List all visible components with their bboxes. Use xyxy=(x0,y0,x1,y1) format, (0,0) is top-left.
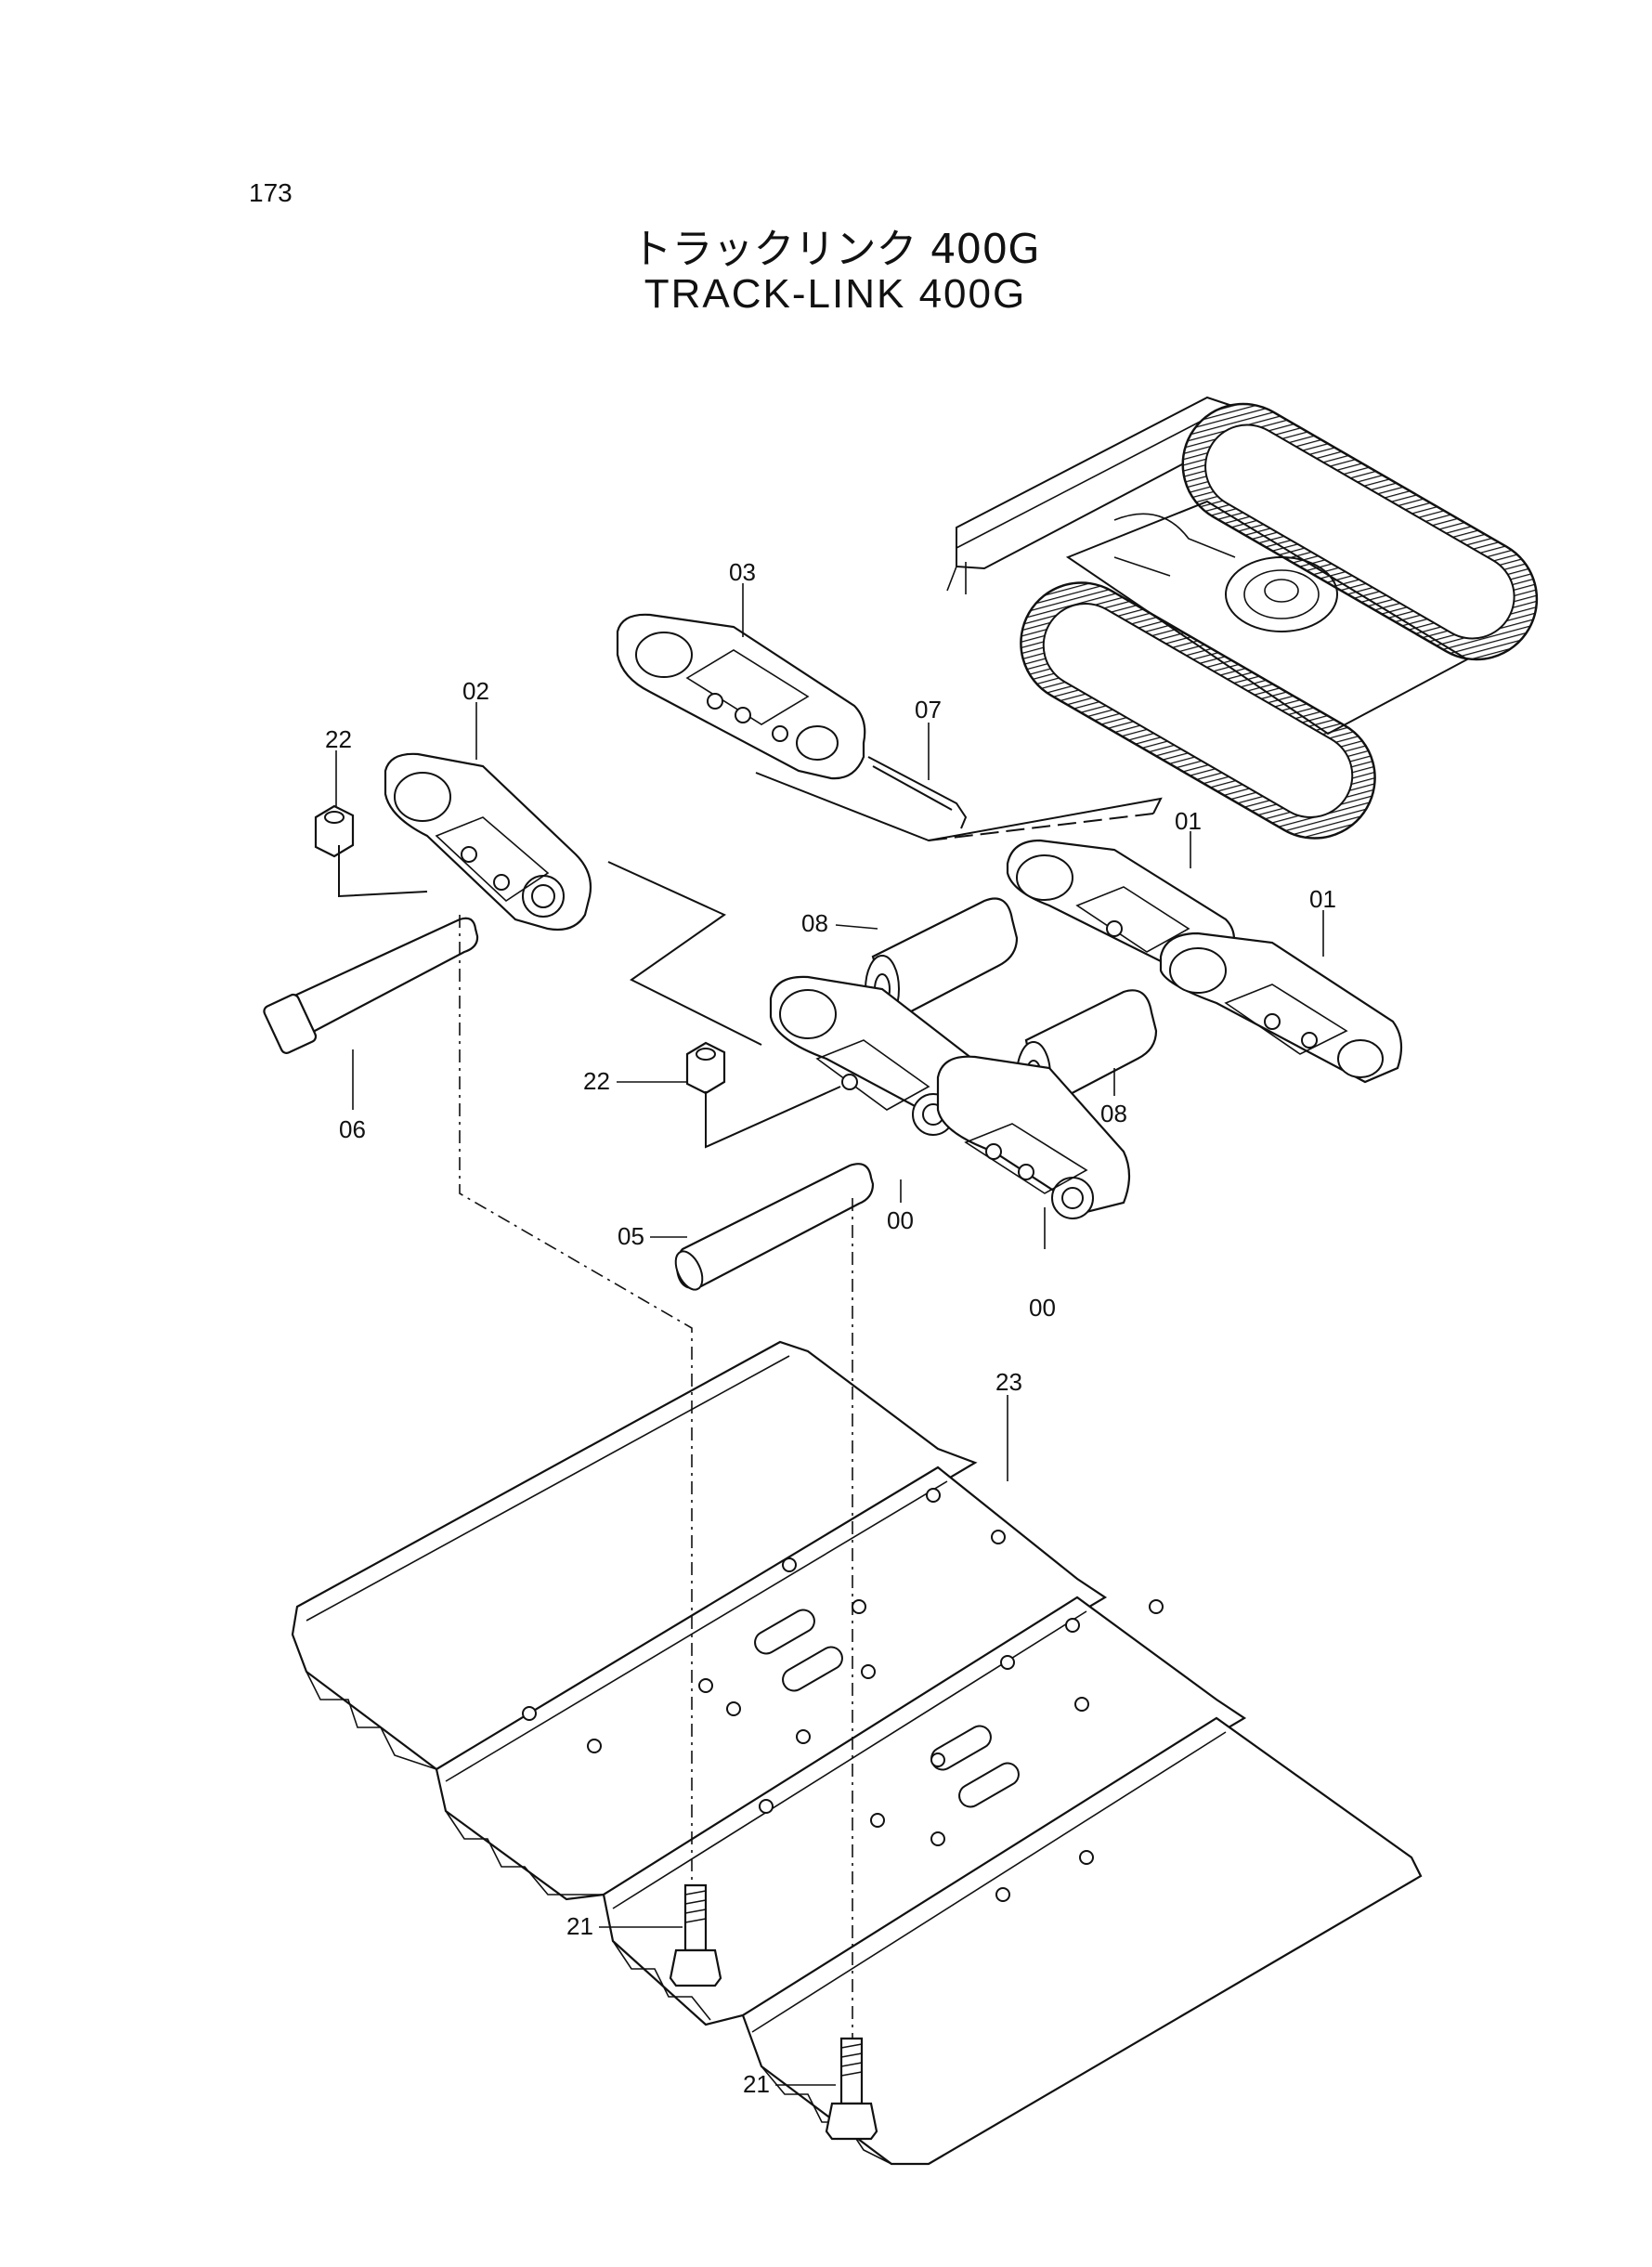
leader-lines xyxy=(335,583,1324,2086)
undercarriage-overview xyxy=(946,396,1539,840)
callout-05: 05 xyxy=(618,1222,644,1250)
callout-08-lower: 08 xyxy=(1100,1100,1127,1127)
assembly-reference-lines xyxy=(338,772,1163,2039)
part-00-link-rear xyxy=(936,1055,1131,1219)
callout-00-front: 00 xyxy=(887,1206,914,1234)
callout-22-left: 22 xyxy=(325,725,352,753)
part-01-link-upper xyxy=(1006,839,1236,968)
part-06-pin xyxy=(263,917,479,1054)
callout-21-left: 21 xyxy=(566,1912,593,1940)
part-23-track-shoe-assembly xyxy=(291,1340,1423,2166)
callout-01-lower: 01 xyxy=(1309,885,1336,913)
title-english: TRACK-LINK 400G xyxy=(644,271,1027,317)
callout-22-center: 22 xyxy=(583,1067,610,1095)
part-21-bolt-left xyxy=(669,1883,722,1987)
part-05-pin xyxy=(674,1163,875,1291)
callout-07: 07 xyxy=(915,696,942,723)
part-21-bolt-right xyxy=(825,2037,878,2141)
callout-23: 23 xyxy=(995,1368,1022,1396)
title-japanese: トラックリンク 400G xyxy=(631,226,1040,273)
part-02-master-link xyxy=(384,752,592,932)
callout-02: 02 xyxy=(462,677,489,705)
callout-21-right: 21 xyxy=(743,2070,770,2098)
callout-06: 06 xyxy=(339,1115,366,1143)
callout-01-upper: 01 xyxy=(1175,807,1202,835)
page-number: 173 xyxy=(249,178,293,207)
callout-08-upper: 08 xyxy=(801,909,828,937)
part-07-cotter-pin xyxy=(867,756,968,829)
part-03-master-link xyxy=(616,613,866,780)
callout-00-rear: 00 xyxy=(1029,1294,1056,1322)
part-01-link-lower xyxy=(1159,932,1403,1084)
part-22-nut-left xyxy=(314,804,355,858)
part-22-nut-center xyxy=(685,1041,726,1095)
callout-03: 03 xyxy=(729,558,756,586)
